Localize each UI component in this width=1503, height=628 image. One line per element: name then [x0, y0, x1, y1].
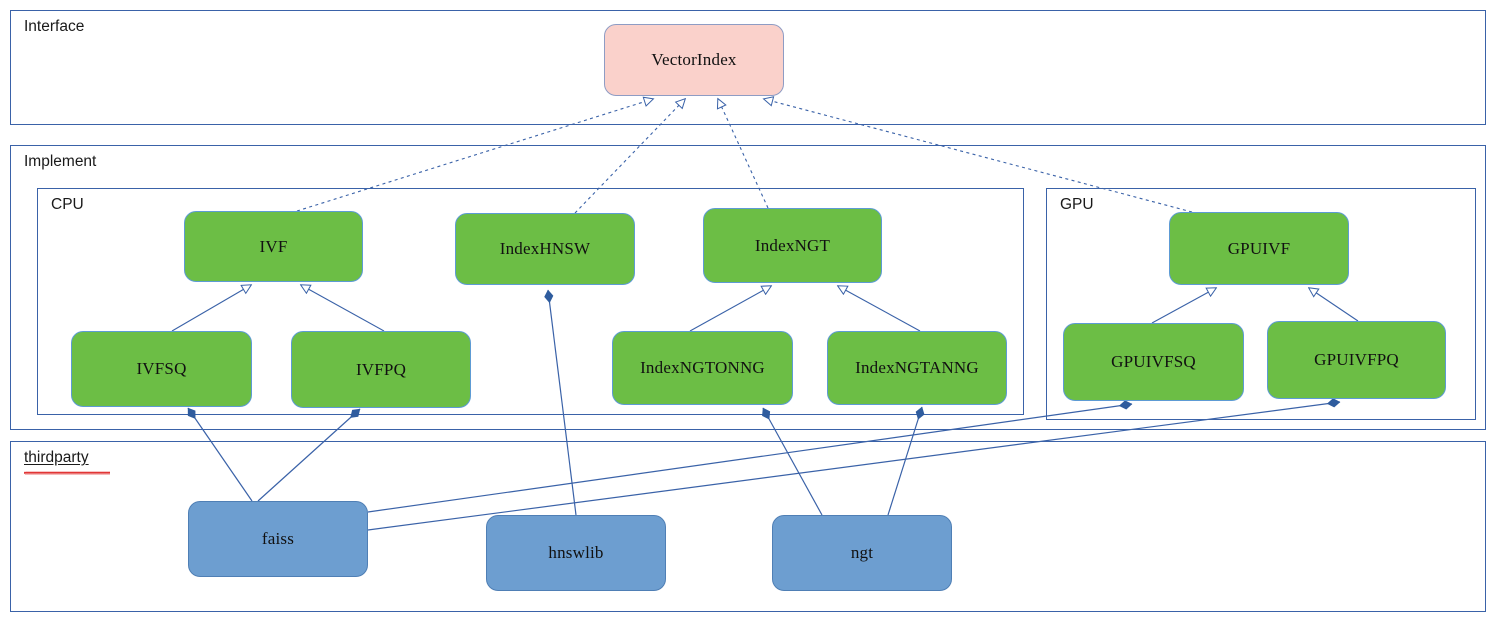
class-node-label: VectorIndex — [651, 50, 737, 70]
group-label-cpu: CPU — [51, 196, 84, 213]
class-node-label: IVF — [259, 236, 288, 256]
class-node-label: IndexHNSW — [499, 239, 591, 259]
class-node-label: IndexNGT — [754, 235, 831, 255]
class-node-hnswlib[interactable]: hnswlib — [486, 515, 666, 591]
class-node-gpuivf[interactable]: GPUIVF — [1169, 212, 1349, 285]
class-node-ivfpq[interactable]: IVFPQ — [291, 331, 471, 408]
group-label-interface: Interface — [24, 18, 85, 35]
class-node-label: GPUIVF — [1227, 238, 1291, 258]
class-node-gpuivfpq[interactable]: GPUIVFPQ — [1267, 321, 1446, 399]
class-node-ivf[interactable]: IVF — [184, 211, 363, 282]
class-node-indexngtonng[interactable]: IndexNGTONNG — [612, 331, 793, 405]
class-node-vectorindex[interactable]: VectorIndex — [604, 24, 784, 96]
class-node-gpuivfsq[interactable]: GPUIVFSQ — [1063, 323, 1244, 401]
class-node-indexngtanng[interactable]: IndexNGTANNG — [827, 331, 1007, 405]
spellcheck-squiggle-icon — [24, 471, 110, 475]
class-node-ngt[interactable]: ngt — [772, 515, 952, 591]
group-label-thirdparty: thirdparty — [24, 449, 89, 466]
group-label-gpu: GPU — [1060, 196, 1094, 213]
class-node-label: GPUIVFSQ — [1111, 352, 1196, 372]
class-node-label: GPUIVFPQ — [1314, 350, 1399, 370]
class-node-indexngt[interactable]: IndexNGT — [703, 208, 882, 283]
class-node-label: IndexNGTANNG — [855, 358, 979, 378]
class-node-indexhnsw[interactable]: IndexHNSW — [455, 213, 635, 285]
class-node-label: IndexNGTONNG — [640, 358, 765, 378]
class-node-label: IVFPQ — [355, 359, 407, 379]
group-label-implement: Implement — [24, 153, 97, 170]
class-node-ivfsq[interactable]: IVFSQ — [71, 331, 252, 407]
class-node-label: hnswlib — [548, 543, 604, 563]
class-node-label: faiss — [261, 529, 295, 549]
class-node-label: IVFSQ — [136, 359, 187, 379]
class-node-label: ngt — [850, 543, 874, 563]
class-node-faiss[interactable]: faiss — [188, 501, 368, 577]
